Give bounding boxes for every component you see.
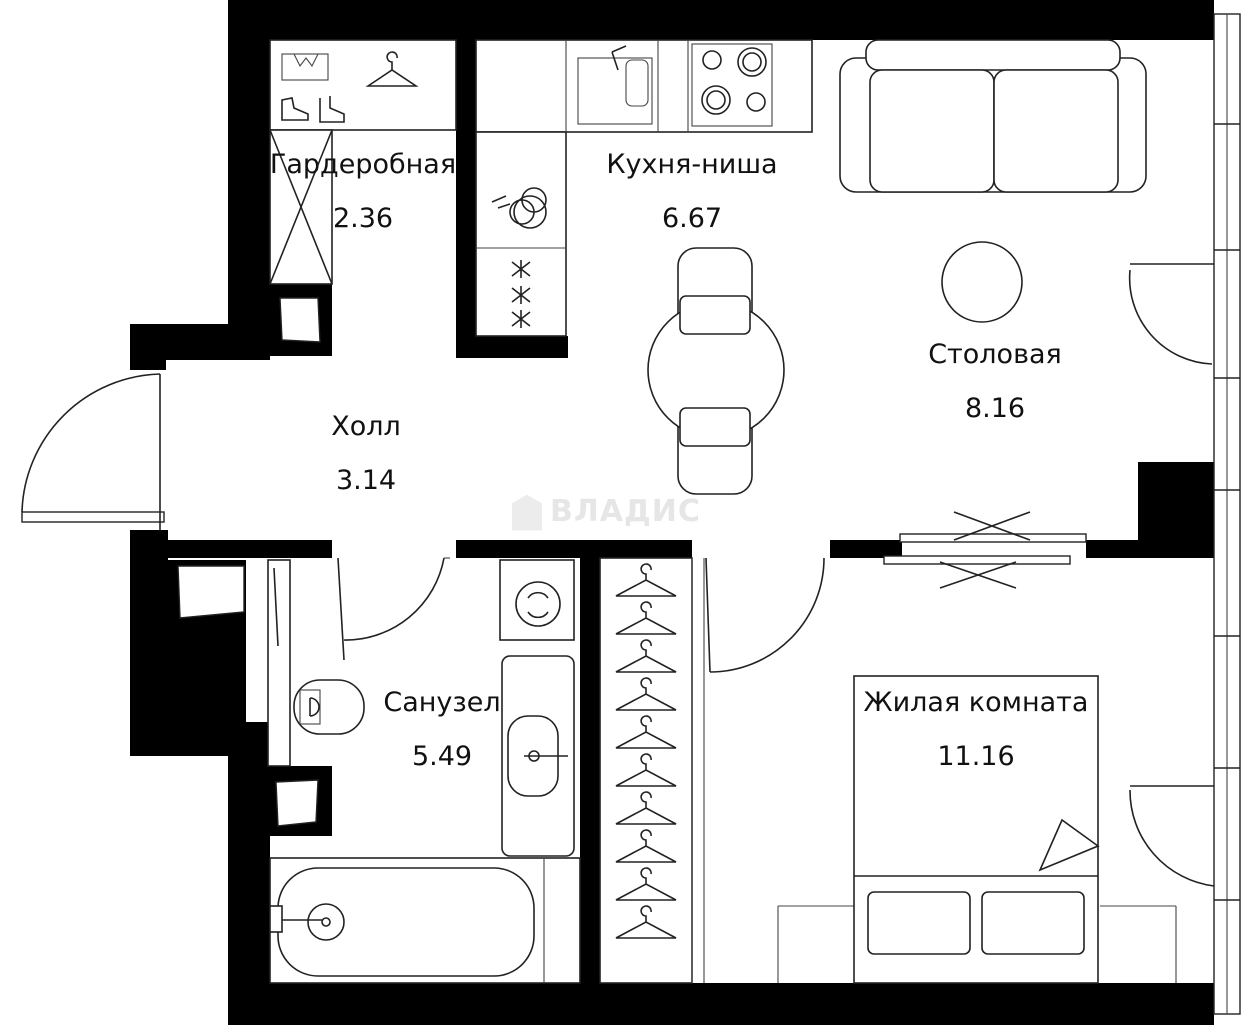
hanger-icon	[615, 905, 677, 939]
room-label-hall: Холл 3.14	[296, 410, 436, 498]
bed	[777, 675, 1177, 984]
hanger-closet	[599, 557, 705, 984]
room-name: Жилая комната	[863, 687, 1089, 718]
dining-balcony-door	[1128, 263, 1214, 365]
bedroom-balcony-door	[1129, 785, 1215, 887]
hanger-icon	[615, 867, 677, 901]
bedroom-door	[705, 557, 825, 673]
kitchen-furniture	[475, 39, 813, 337]
dining-set	[647, 241, 1023, 495]
hanger-icon	[615, 563, 677, 597]
room-name: Гардеробная	[269, 149, 457, 180]
bathroom-fixtures	[267, 559, 581, 984]
hanger-icon	[615, 715, 677, 749]
room-area: 3.14	[335, 465, 397, 496]
room-label-living: Жилая комната 11.16	[856, 686, 1096, 774]
bathroom-door	[337, 557, 450, 661]
hanger-icon	[615, 639, 677, 673]
sofa	[839, 39, 1147, 193]
room-name: Кухня-ниша	[606, 149, 778, 180]
room-label-bathroom: Санузел 5.49	[372, 686, 512, 774]
hanger-icon	[615, 753, 677, 787]
wardrobe-furniture	[269, 39, 457, 285]
room-area: 2.36	[332, 203, 394, 234]
room-area: 11.16	[937, 741, 1015, 772]
sliding-partition	[883, 511, 1087, 589]
walls	[130, 0, 1214, 1025]
room-area: 8.16	[964, 393, 1026, 424]
room-name: Санузел	[383, 687, 501, 718]
room-name: Холл	[331, 411, 401, 442]
hanger-icon	[615, 791, 677, 825]
room-label-kitchen: Кухня-ниша 6.67	[592, 148, 792, 236]
watermark-logo: ВЛАДИС	[512, 494, 701, 531]
entrance-door	[21, 373, 165, 530]
window-facade	[1213, 13, 1241, 1015]
room-area: 5.49	[411, 741, 473, 772]
hanger-icon	[615, 677, 677, 711]
room-name: Столовая	[928, 339, 1062, 370]
room-label-wardrobe: Гардеробная 2.36	[262, 148, 464, 236]
room-label-dining: Столовая 8.16	[910, 338, 1080, 426]
room-area: 6.67	[661, 203, 723, 234]
wall-inserts	[177, 297, 321, 827]
watermark-text: ВЛАДИС	[550, 494, 701, 529]
logo-house-icon	[512, 494, 542, 531]
hanger-icon	[615, 829, 677, 863]
hanger-icon	[615, 601, 677, 635]
